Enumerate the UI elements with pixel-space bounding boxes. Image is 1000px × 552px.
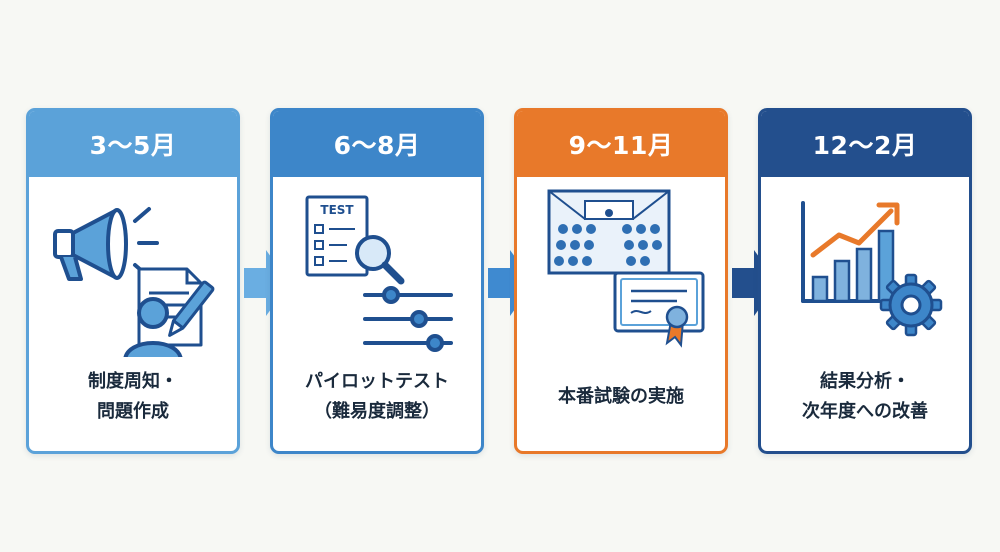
step-description-2: パイロットテスト （難易度調整） [305,371,449,422]
step-card-1: 3〜5月 [26,108,240,454]
step-period-4: 12〜2月 [761,111,969,177]
step-period-3: 9〜11月 [517,111,725,177]
exam-hall-certificate-icon [547,189,705,348]
step-card-4: 12〜2月 [758,108,972,454]
step-description-1: 制度周知・ 問題作成 [88,371,178,422]
flow-arrow-3 [732,250,778,316]
test-label: TEST [320,203,354,217]
step-description-3: 本番試験の実施 [558,386,684,407]
test-review-adjust-icon: TEST [305,195,453,352]
flow-arrow-1 [244,250,290,316]
step-card-3: 9〜11月 [514,108,728,454]
step-period-2: 6〜8月 [273,111,481,177]
analysis-chart-gear-icon [801,201,943,337]
megaphone-announcement-icon [53,207,215,357]
flow-arrow-2 [488,250,534,316]
step-description-4: 結果分析・ 次年度への改善 [802,371,928,422]
step-card-2: 6〜8月 TEST [270,108,484,454]
step-period-1: 3〜5月 [29,111,237,177]
